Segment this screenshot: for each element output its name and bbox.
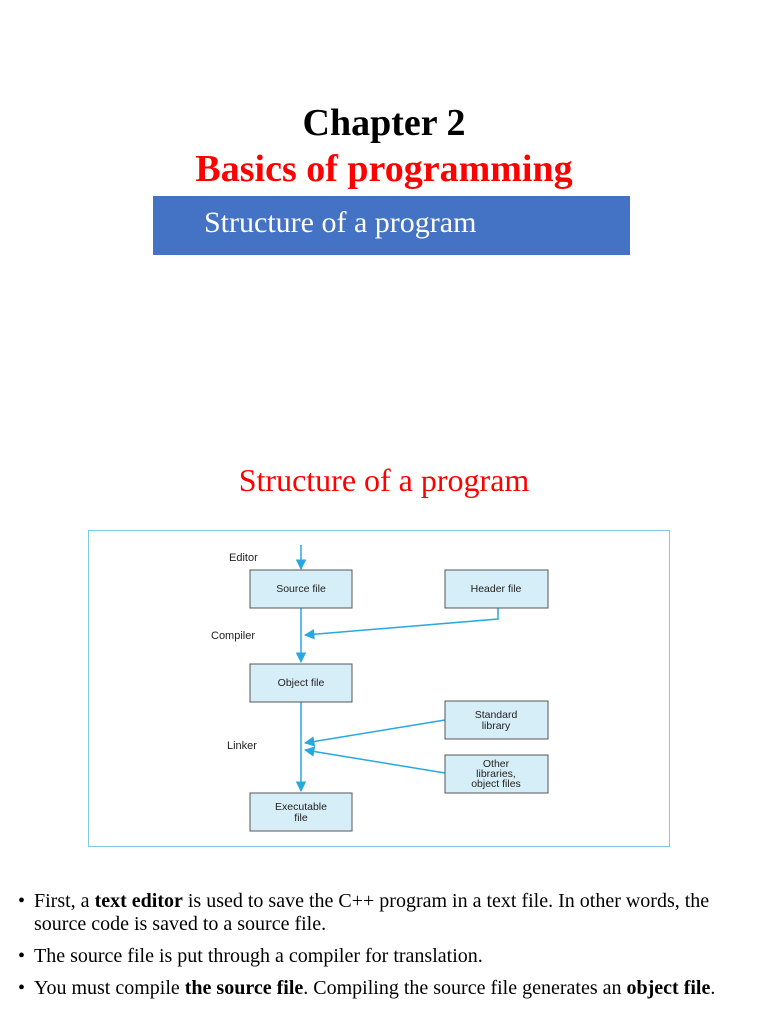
bullet-text: The source file is put through a compile… [34,945,483,967]
compiler-label: Compiler [211,630,255,642]
bullet-text: First, a [34,890,95,912]
bullet-dot-icon: • [18,890,26,912]
executable-file-text-1: Executable [275,801,327,813]
object-file-box [249,663,353,703]
editor-label: Editor [229,552,258,564]
executable-file-box [249,792,353,832]
diagram-canvas: Editor Compiler Linker Source file Heade… [211,545,549,832]
chapter-title: Chapter 2 [302,102,466,144]
arrow-header-to-compiler [303,608,499,640]
other-libraries-text-3: object files [471,778,521,790]
bullet-emphasis: the source file [184,977,304,999]
other-libraries-text-1: Other [483,758,510,770]
bullet-text: . [710,977,716,999]
object-file-text: Object file [278,677,325,689]
chapter-subtitle: Basics of programming [195,148,573,190]
arrow-stdlib-to-linker [303,719,446,747]
source-file-box [249,569,353,609]
standard-library-box [444,700,549,740]
bullet-item: • First, a text editor is used to save t… [18,890,758,936]
bullet-item: • The source file is put through a compi… [18,945,758,968]
source-file-text: Source file [276,583,326,595]
other-libraries-box [444,754,549,794]
bullet-text: is used to save the C++ program in a tex… [34,890,710,935]
slide-title: Structure of a program [238,462,530,498]
header-file-box [444,569,549,609]
bullet-dot-icon: • [18,945,26,967]
standard-library-text-2: library [482,720,511,732]
linker-label: Linker [227,740,257,752]
standard-library-text-1: Standard [475,709,518,721]
bullet-list: • First, a text editor is used to save t… [18,890,758,1009]
bullet-item: • You must compile the source file. Comp… [18,977,758,1000]
section-banner: Structure of a program [153,196,630,255]
bullet-text: . Compiling the source file generates an [303,977,627,999]
executable-file-text-2: file [294,812,308,824]
bullet-emphasis: text editor [94,890,183,912]
bullet-text: You must compile [34,977,185,999]
arrow-otherlib-to-linker [303,746,446,774]
program-structure-diagram: Editor Compiler Linker Source file Heade… [88,530,670,847]
section-banner-text: Structure of a program [204,206,477,239]
bullet-dot-icon: • [18,977,26,999]
bullet-emphasis: object file [626,977,711,999]
other-libraries-text-2: libraries, [476,768,516,780]
header-file-text: Header file [471,583,522,595]
